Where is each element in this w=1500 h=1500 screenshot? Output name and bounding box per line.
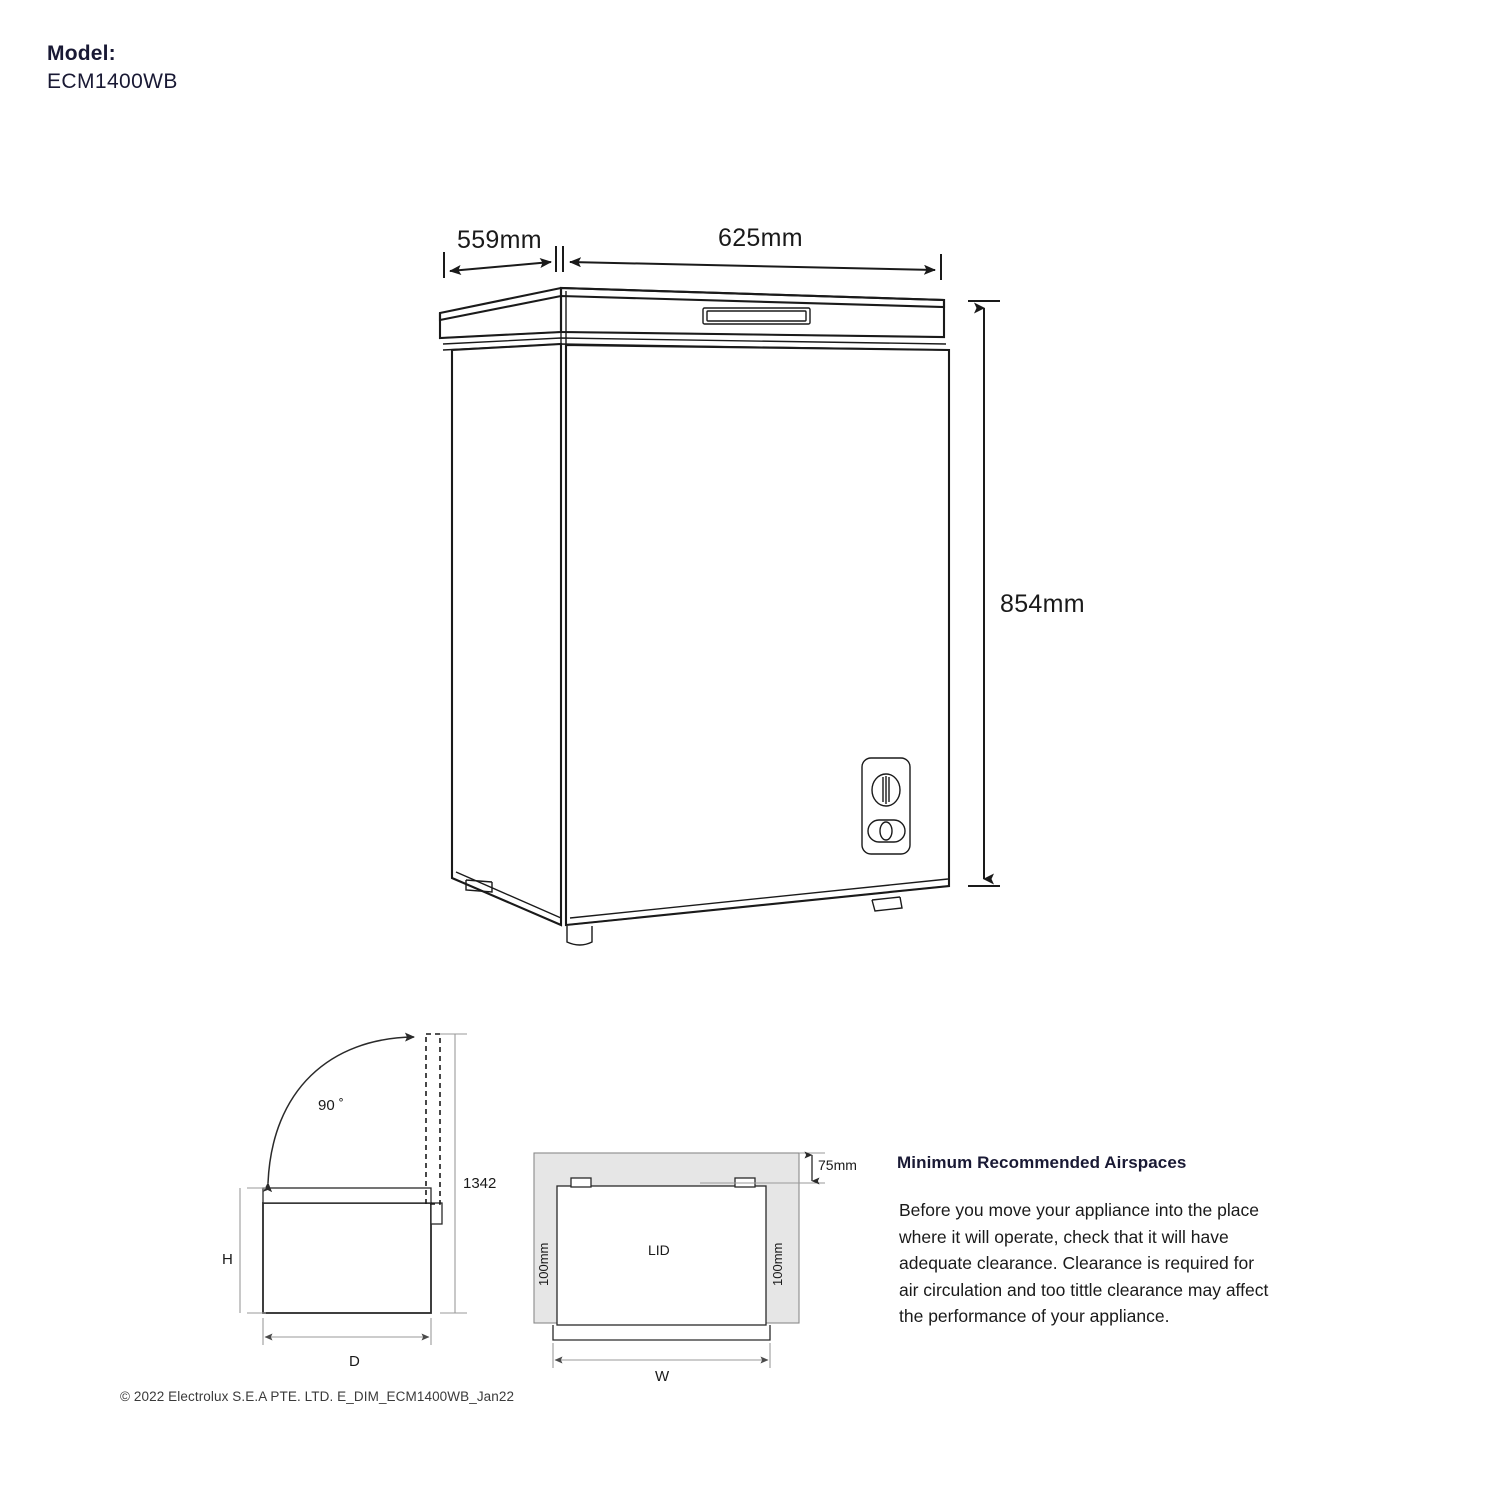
model-number: ECM1400WB <box>47 69 178 93</box>
model-label: Model: <box>47 42 116 65</box>
height-dimension-line <box>968 300 1000 887</box>
clearance-left-label: 100mm <box>536 1242 551 1286</box>
copyright-footer: © 2022 Electrolux S.E.A PTE. LTD. E_DIM_… <box>120 1389 515 1404</box>
indicator-light <box>867 819 906 843</box>
side-view-height-label: H <box>222 1251 233 1268</box>
model-block: Model: ECM1400WB <box>47 40 178 95</box>
thermostat-control-panel <box>861 757 911 855</box>
lid-angle-label: 90 ˚ <box>318 1097 344 1114</box>
thermostat-dial <box>871 773 901 807</box>
side-view-depth-label: D <box>349 1353 360 1370</box>
clearance-rear-label: 75mm <box>818 1157 857 1173</box>
lid-handle-recess <box>702 307 811 325</box>
lid-label: LID <box>648 1242 670 1258</box>
airspaces-body: Before you move your appliance into the … <box>899 1200 1269 1327</box>
freezer-lid <box>438 286 947 351</box>
depth-dimension-label: 559mm <box>457 226 542 254</box>
height-dimension-label: 854mm <box>1000 590 1085 618</box>
open-height-label: 1342 <box>463 1175 497 1192</box>
top-view-width-label: W <box>655 1368 670 1385</box>
airspaces-heading: Minimum Recommended Airspaces <box>897 1153 1187 1172</box>
width-dimension-label: 625mm <box>718 224 803 252</box>
side-view-diagram <box>239 1032 467 1345</box>
freezer-feet <box>465 879 903 946</box>
freezer-cabinet <box>450 342 951 927</box>
clearance-right-label: 100mm <box>770 1242 785 1286</box>
